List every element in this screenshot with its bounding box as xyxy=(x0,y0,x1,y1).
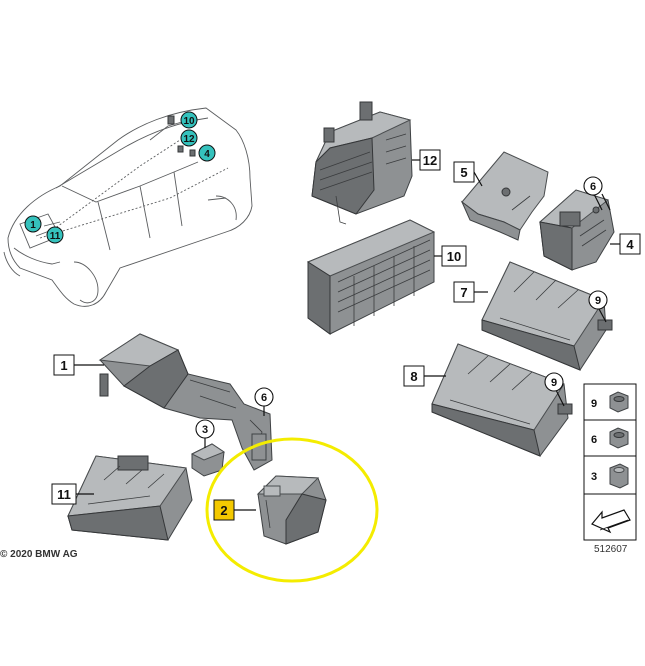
part-1-positive-terminal[interactable] xyxy=(98,333,273,471)
vehicle-marker-10[interactable]: 10 xyxy=(180,111,198,129)
nut-9-icon xyxy=(609,391,629,413)
callout-6-top: 6 xyxy=(583,176,603,196)
callout-9-bottom: 9 xyxy=(544,372,564,392)
label-7: 7 xyxy=(453,281,475,303)
vehicle-marker-4-label: 4 xyxy=(204,149,210,160)
callout-9-bottom-text: 9 xyxy=(551,377,557,389)
label-10-text: 10 xyxy=(447,249,461,264)
label-1: 1 xyxy=(53,354,75,376)
reference-number: 512607 xyxy=(594,544,628,555)
label-4: 4 xyxy=(619,233,641,255)
label-8: 8 xyxy=(403,365,425,387)
label-4-text: 4 xyxy=(626,237,634,252)
callout-6-mid: 6 xyxy=(254,387,274,407)
label-2-text: 2 xyxy=(220,503,227,518)
vehicle-overview xyxy=(3,107,253,307)
vehicle-marker-12-label: 12 xyxy=(183,134,195,145)
label-7-text: 7 xyxy=(460,285,467,300)
callout-9-top: 9 xyxy=(588,290,608,310)
legend-item-3-label: 3 xyxy=(591,471,597,483)
callout-3: 3 xyxy=(195,419,215,439)
label-2: 2 xyxy=(213,499,235,521)
callout-9-top-text: 9 xyxy=(595,295,601,307)
label-1-text: 1 xyxy=(60,358,67,373)
direction-arrow-icon xyxy=(591,509,631,534)
part-12-junction-box[interactable] xyxy=(311,101,413,225)
part-4-holder[interactable] xyxy=(538,189,615,271)
part-8-fuse-carrier[interactable] xyxy=(431,343,573,457)
copyright-text: © 2020 BMW AG xyxy=(0,549,78,560)
part-11-distribution-box[interactable] xyxy=(67,455,193,541)
legend-item-9-label: 9 xyxy=(591,398,597,410)
part-7-fuse-carrier[interactable] xyxy=(481,261,613,371)
callout-6-top-text: 6 xyxy=(590,181,596,193)
vehicle-marker-10-label: 10 xyxy=(183,116,195,127)
label-8-text: 8 xyxy=(410,369,417,384)
callout-6-mid-text: 6 xyxy=(261,392,267,404)
vehicle-marker-1-label: 1 xyxy=(30,220,36,231)
highlight-circle xyxy=(205,437,379,583)
label-5: 5 xyxy=(453,161,475,183)
vehicle-marker-1[interactable]: 1 xyxy=(24,215,42,233)
callout-3-text: 3 xyxy=(202,424,208,436)
fastener-legend: 9 6 3 xyxy=(583,383,637,541)
label-11-text: 11 xyxy=(57,487,71,502)
vehicle-marker-12[interactable]: 12 xyxy=(180,129,198,147)
label-5-text: 5 xyxy=(460,165,467,180)
label-10: 10 xyxy=(441,245,467,267)
vehicle-marker-11[interactable]: 11 xyxy=(46,226,64,244)
nut-6-icon xyxy=(609,427,629,449)
label-11: 11 xyxy=(51,483,77,505)
part-10-control-unit[interactable] xyxy=(306,219,436,335)
part-2-cover[interactable] xyxy=(256,475,327,545)
vehicle-marker-11-label: 11 xyxy=(50,231,61,242)
legend-item-6-label: 6 xyxy=(591,434,597,446)
part-5-bracket[interactable] xyxy=(460,151,549,241)
label-12-text: 12 xyxy=(423,153,437,168)
vehicle-marker-4[interactable]: 4 xyxy=(198,144,216,162)
label-12: 12 xyxy=(419,149,441,171)
cap-3-icon xyxy=(609,463,629,489)
